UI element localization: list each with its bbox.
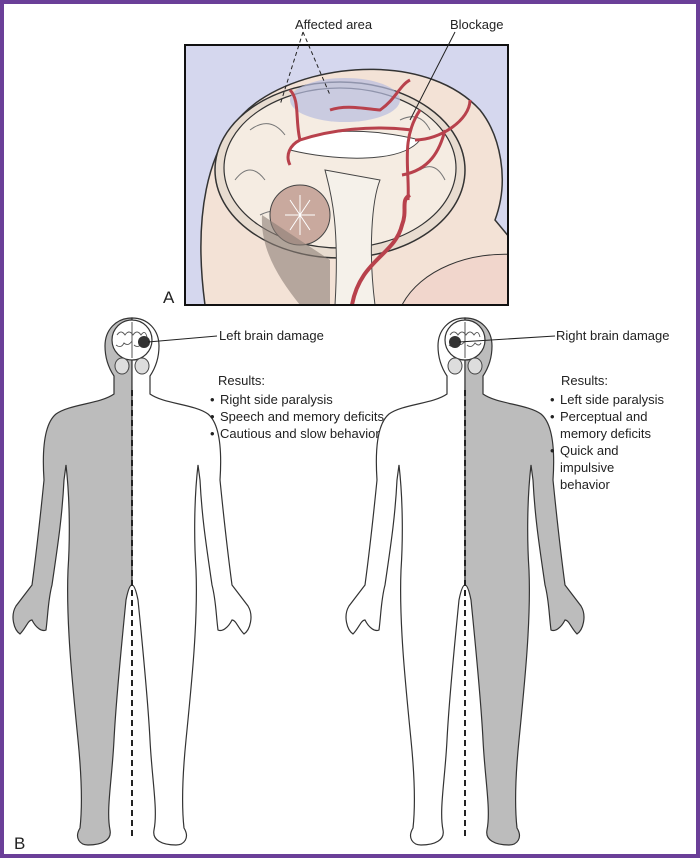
lesion-marker	[138, 336, 150, 348]
left-results-title: Results:	[218, 373, 265, 388]
right-brain-damage-label: Right brain damage	[556, 328, 670, 343]
right-body-figure	[345, 317, 585, 846]
left-result-item: Right side paralysis	[210, 391, 384, 408]
left-body-figure	[12, 317, 252, 846]
left-result-item: Cautious and slow behavior	[210, 425, 384, 442]
illustration	[12, 31, 585, 846]
right-result-item: Left side paralysis	[550, 391, 664, 408]
brain-cross-section	[184, 31, 509, 306]
lesion-marker	[449, 336, 461, 348]
right-results-list: Left side paralysis Perceptual and memor…	[550, 391, 664, 493]
right-result-item: Quick and impulsive behavior	[550, 442, 660, 493]
right-results-title: Results:	[561, 373, 608, 388]
left-brain-damage-label: Left brain damage	[219, 328, 324, 343]
left-result-item: Speech and memory deficits	[210, 408, 384, 425]
right-result-item: Perceptual and memory deficits	[550, 408, 660, 442]
left-results-list: Right side paralysis Speech and memory d…	[210, 391, 384, 442]
panel-b-letter: B	[14, 834, 26, 853]
panel-a-letter: A	[163, 288, 175, 307]
blockage-label: Blockage	[450, 17, 504, 32]
affected-area-label: Affected area	[295, 17, 373, 32]
